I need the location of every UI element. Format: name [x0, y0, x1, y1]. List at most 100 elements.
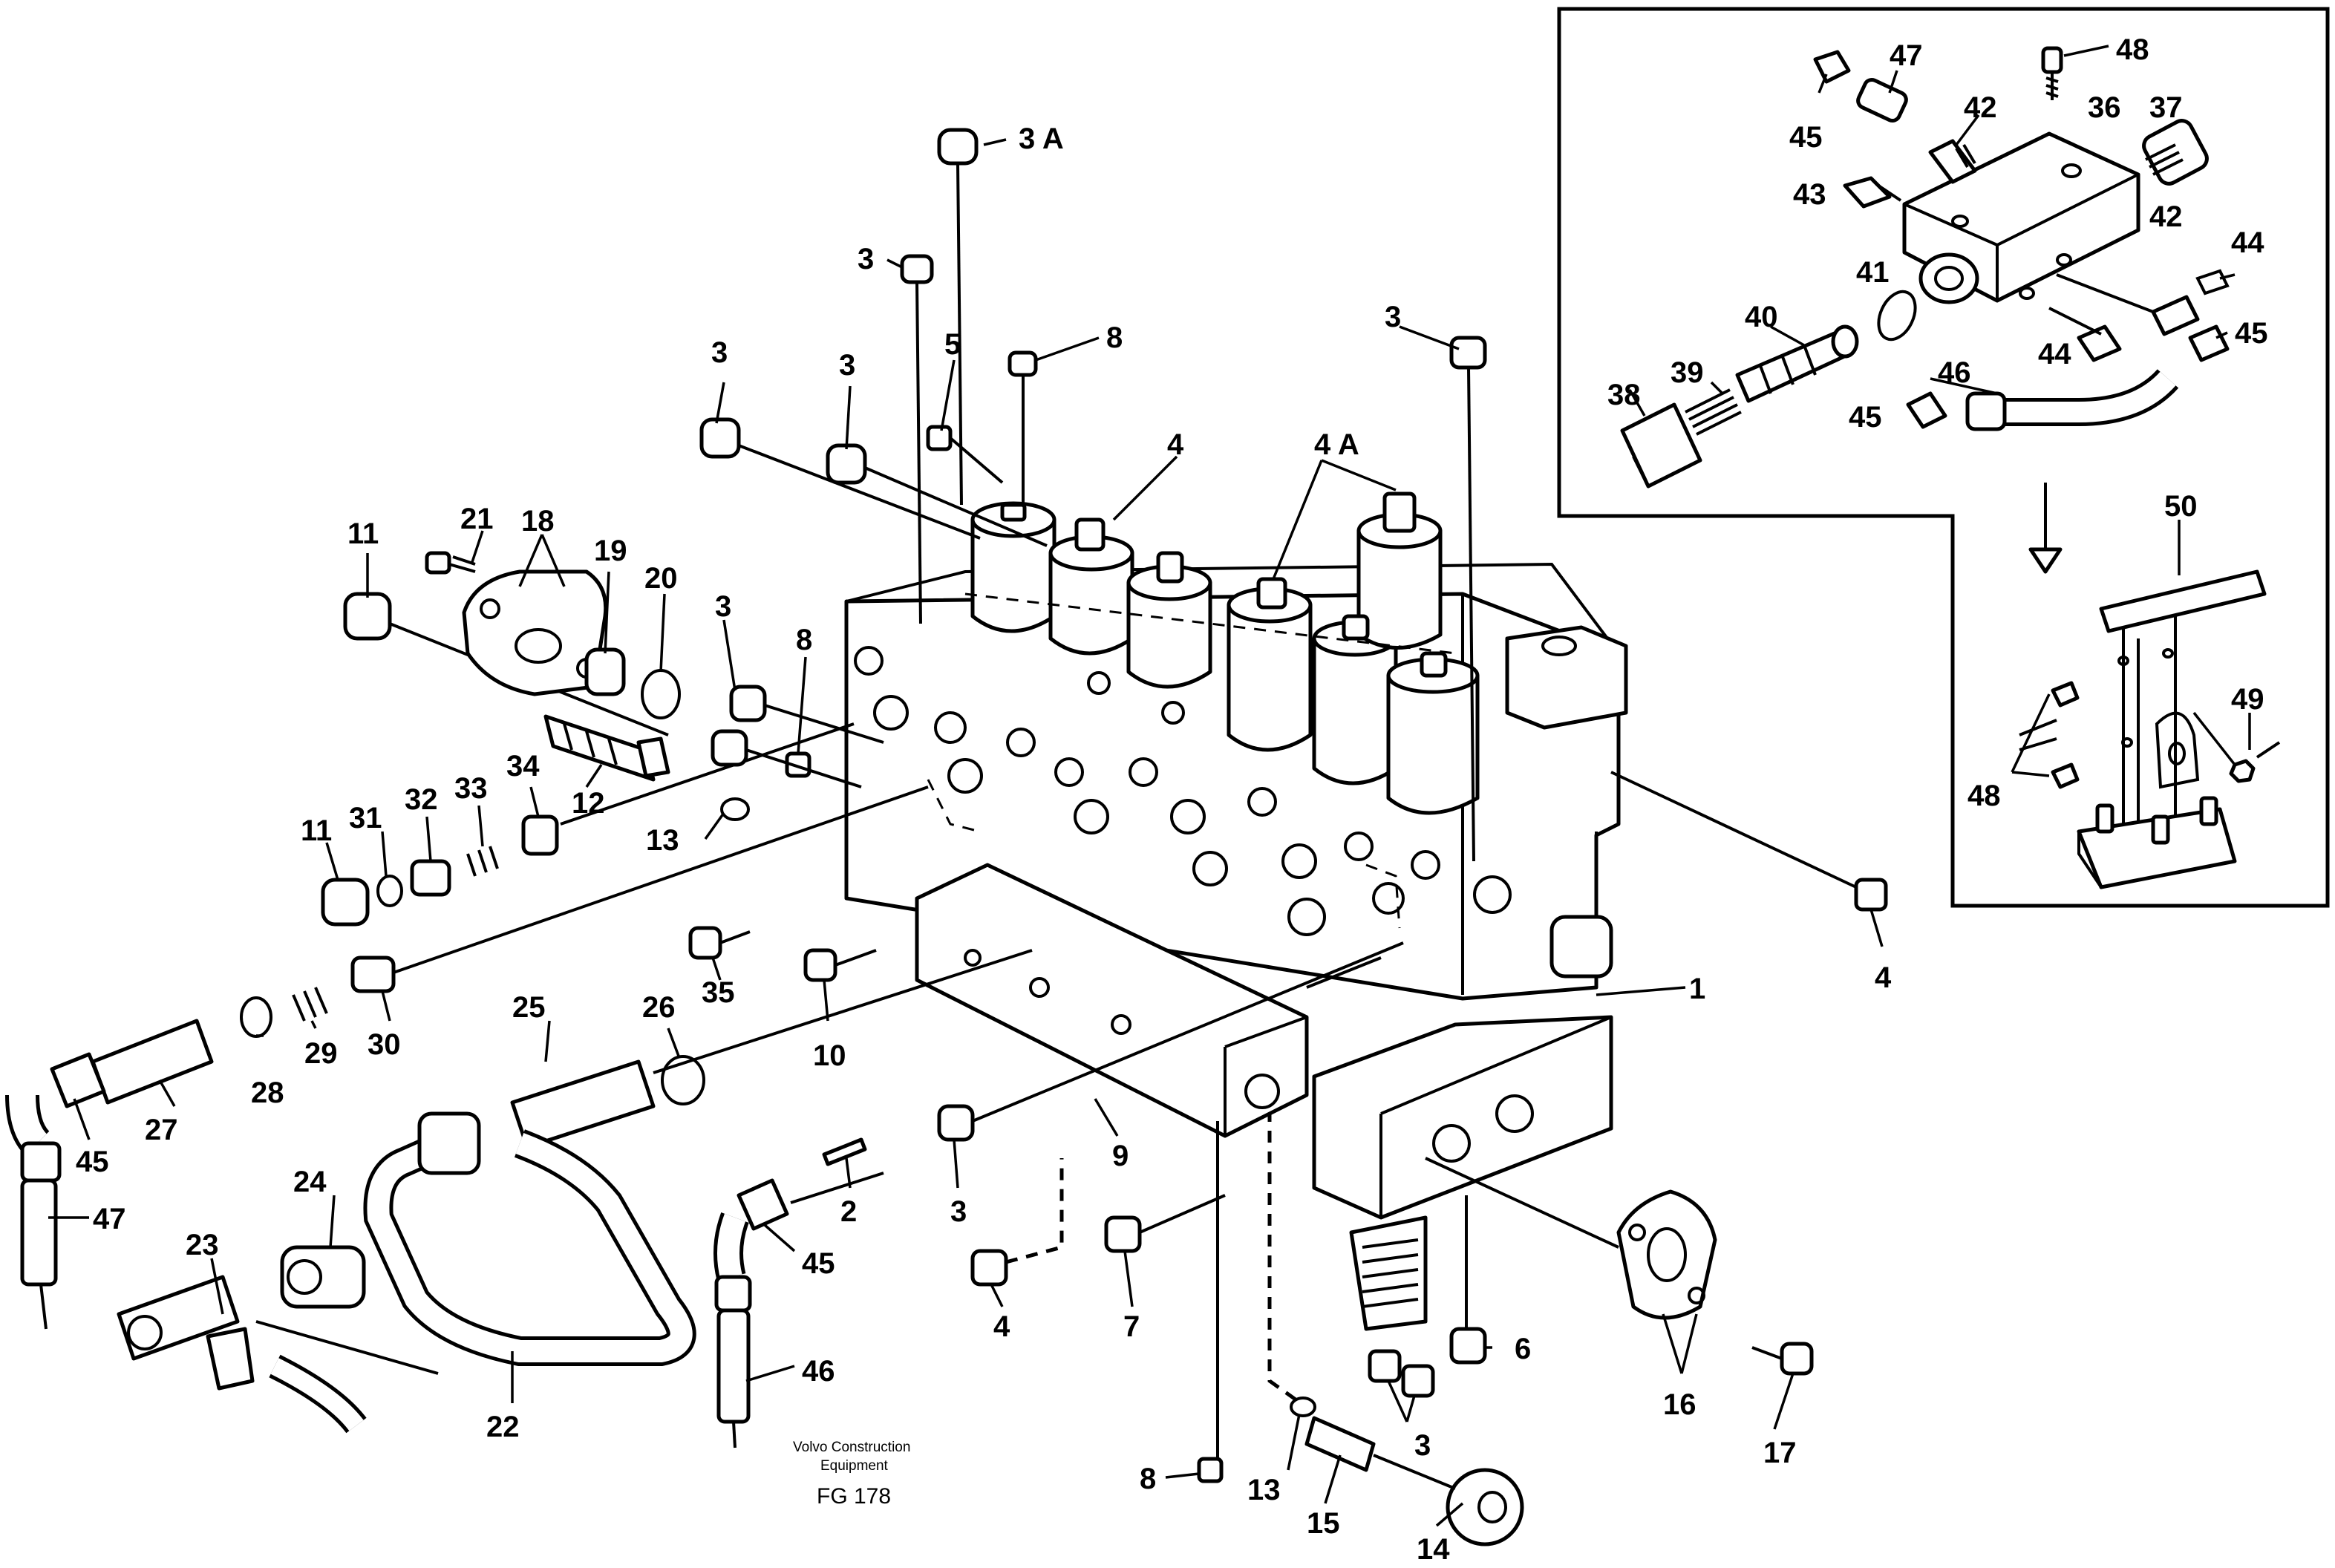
- flange-18: [425, 551, 681, 719]
- solenoid-caps: [970, 491, 1480, 815]
- lower-manifold: [915, 863, 1309, 1138]
- callout-label: 13: [646, 824, 679, 857]
- fittings-left-chain: [91, 785, 1033, 1149]
- callout-label: 27: [145, 1114, 178, 1146]
- callout-label: 31: [349, 802, 382, 834]
- callout-label: 8: [796, 624, 812, 656]
- callout-label: 3: [715, 590, 731, 623]
- callout-label: 46: [802, 1355, 835, 1388]
- callout-label: 38: [1607, 379, 1641, 411]
- right-end-plate: [1312, 1015, 1613, 1331]
- callout-label: 45: [1849, 401, 1882, 434]
- screws-35-10: [688, 926, 877, 982]
- callout-label: 26: [642, 991, 676, 1024]
- callout-label: 45: [2235, 317, 2268, 350]
- callout-label: 6: [1515, 1333, 1531, 1365]
- plugs-and-screws: [343, 128, 1487, 862]
- callout-label: 29: [304, 1037, 338, 1070]
- lower-fittings: [970, 1114, 1524, 1546]
- company-name-line2: Equipment: [820, 1458, 889, 1474]
- callout-label: 13: [1247, 1474, 1281, 1506]
- callout-label: 49: [2231, 683, 2264, 716]
- callout-label: 16: [1663, 1388, 1696, 1421]
- callout-label: 35: [702, 976, 735, 1009]
- callout-label: 8: [1140, 1463, 1156, 1495]
- company-name-line1: Volvo Construction: [793, 1440, 910, 1455]
- callout-label: 42: [2149, 200, 2183, 233]
- callout-label: 28: [251, 1077, 284, 1109]
- callout-label: 39: [1671, 356, 1704, 389]
- pin-2: [822, 941, 1404, 1166]
- pipe-22: [117, 1111, 696, 1434]
- callout-label: 3: [711, 336, 728, 369]
- callout-label: 11: [347, 517, 379, 550]
- inset-fittings-right: [2048, 269, 2236, 362]
- callout-label: 36: [2088, 91, 2121, 124]
- inset-plug-37: [2142, 119, 2209, 186]
- inset-block: [1902, 131, 2140, 304]
- callout-label: 17: [1763, 1437, 1797, 1469]
- callout-label: 4 A: [1314, 428, 1359, 461]
- figure-footer: Volvo Construction Equipment FG 178: [793, 1440, 910, 1509]
- callout-label: 22: [486, 1411, 520, 1443]
- callout-label: 3: [1385, 301, 1401, 333]
- callout-label: 4: [1875, 961, 1892, 994]
- callout-label: 14: [1417, 1533, 1450, 1566]
- bracket-50: [2011, 520, 2281, 889]
- callout-label: 25: [512, 991, 546, 1024]
- callout-label: 34: [506, 750, 540, 783]
- callout-label: 41: [1856, 256, 1890, 289]
- callout-label: 9: [1112, 1140, 1129, 1172]
- callout-label: 23: [186, 1229, 219, 1261]
- callout-label: 47: [1890, 39, 1923, 72]
- callout-label: 3: [1414, 1429, 1431, 1462]
- hose-47: [5, 1052, 106, 1330]
- figure-code: FG 178: [817, 1484, 891, 1509]
- callout-label: 2: [840, 1195, 857, 1228]
- callout-label: 5: [944, 328, 961, 361]
- callout-label: 4: [1167, 428, 1184, 461]
- callout-label: 10: [813, 1039, 846, 1072]
- spool-12: [321, 714, 855, 927]
- callout-label: 42: [1964, 91, 1997, 124]
- inset-hose-46: [1906, 368, 2179, 431]
- callout-label: 3 A: [1019, 122, 1064, 155]
- callout-label: 20: [644, 562, 678, 595]
- callout-label: 45: [802, 1247, 835, 1280]
- callout-label: 1: [1689, 973, 1705, 1005]
- callout-label: 30: [368, 1028, 401, 1061]
- callout-label: 3: [858, 243, 874, 275]
- inset-screw-48: [2041, 45, 2109, 100]
- callout-label: 18: [521, 505, 555, 538]
- callout-label: 11: [301, 814, 332, 847]
- callout-label: 12: [572, 787, 605, 820]
- hidden-lines: [927, 592, 1456, 929]
- callout-label: 48: [1967, 780, 2001, 812]
- callout-label: 7: [1123, 1310, 1140, 1343]
- inset-spool-assembly: [1620, 290, 1917, 489]
- callout-label: 3: [839, 349, 855, 382]
- callout-label: 46: [1938, 356, 1971, 389]
- callout-labels: 3 A 3 8 5 3 3 4 4 A 3 11 21 18 19 20 3 8…: [76, 33, 2268, 1566]
- leader-lines: [48, 138, 1884, 1527]
- callout-label: 44: [2038, 338, 2071, 370]
- inset-fittings-upper: [1813, 50, 1980, 209]
- callout-label: 37: [2149, 91, 2183, 124]
- callout-label: 8: [1106, 321, 1123, 354]
- callout-label: 19: [594, 535, 627, 567]
- callout-label: 24: [293, 1166, 327, 1198]
- callout-label: 47: [93, 1203, 126, 1235]
- callout-label: 43: [1793, 178, 1826, 211]
- mid-plugs: [711, 685, 884, 788]
- callout-label: 3: [950, 1195, 967, 1228]
- arrow-down-icon: [2028, 483, 2063, 574]
- callout-label: 50: [2164, 490, 2198, 523]
- callout-label: 32: [405, 783, 438, 816]
- callout-label: 21: [460, 503, 494, 535]
- hose-46: [713, 1172, 884, 1448]
- callout-label: 48: [2116, 33, 2149, 66]
- callout-label: 45: [1789, 121, 1823, 154]
- callout-label: 15: [1307, 1507, 1340, 1540]
- callout-label: 45: [76, 1146, 109, 1178]
